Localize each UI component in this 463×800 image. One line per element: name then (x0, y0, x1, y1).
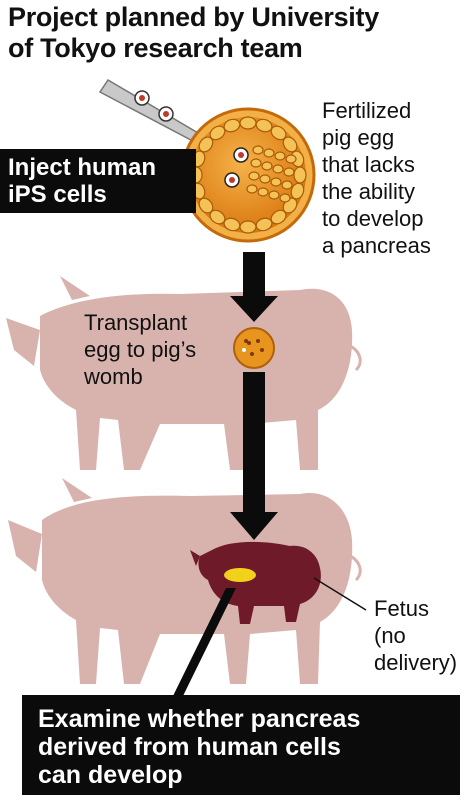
fetus-label: Fetus (no delivery) (374, 595, 463, 676)
egg-cell (248, 171, 260, 181)
egg-cell (263, 148, 275, 158)
diagram-title: Project planned by University of Tokyo r… (8, 2, 458, 64)
inject-label-box: Inject human iPS cells (0, 149, 196, 213)
egg-cell (281, 180, 293, 190)
fetus-pointer-line (313, 577, 367, 611)
pancreas-pointer (172, 588, 236, 698)
fertilized-line-2: pig egg (322, 125, 395, 150)
egg-cell (293, 166, 307, 184)
fertilized-egg-label: Fertilized pig egg that lacks the abilit… (322, 97, 462, 259)
fertilized-line-1: Fertilized (322, 98, 412, 123)
examine-line-3: can develop (38, 761, 183, 789)
egg-cell (274, 151, 286, 161)
inject-line-2: iPS cells (8, 181, 107, 208)
fertilized-egg (180, 107, 316, 243)
transplant-line-3: womb (84, 364, 143, 389)
title-line-2: of Tokyo research team (8, 33, 303, 63)
fertilized-line-4: the ability (322, 179, 415, 204)
pig-silhouette-lower (8, 478, 362, 684)
egg-cell (279, 193, 291, 203)
egg-cell (272, 164, 284, 174)
transplanted-egg (233, 327, 275, 369)
egg-cell (268, 190, 280, 200)
fetus-line-3: delivery) (374, 650, 458, 675)
egg-cell (246, 184, 258, 194)
arrow-down-1 (230, 252, 278, 322)
transplant-label: Transplant egg to pig’s womb (84, 309, 224, 390)
fetus-line-1: Fetus (374, 596, 430, 621)
egg-cell (270, 177, 282, 187)
pancreas-shape (224, 568, 256, 582)
pig-silhouette-upper (6, 276, 362, 470)
fertilized-line-3: that lacks (322, 152, 415, 177)
fetus-line-2: (no (374, 623, 406, 648)
transplant-line-1: Transplant (84, 310, 188, 335)
arrow-down-2 (230, 372, 278, 540)
egg-cell (250, 158, 262, 168)
egg-cell (285, 154, 297, 164)
fertilized-line-6: a pancreas (322, 233, 431, 258)
transplant-line-2: egg to pig’s (84, 337, 197, 362)
fertilized-line-5: to develop (322, 206, 424, 231)
egg-cell (239, 116, 257, 130)
pig-fetus (190, 541, 321, 624)
egg-cell (239, 220, 257, 234)
egg-cell (257, 187, 269, 197)
egg-cell (283, 167, 295, 177)
title-line-1: Project planned by University (8, 2, 379, 32)
inject-line-1: Inject human (8, 154, 157, 181)
egg-cell (261, 161, 273, 171)
examine-line-2: derived from human cells (38, 733, 341, 761)
egg-cell (259, 174, 271, 184)
examine-line-1: Examine whether pancreas (38, 705, 361, 733)
examine-label-box: Examine whether pancreas derived from hu… (22, 695, 460, 795)
egg-cell (252, 145, 264, 155)
